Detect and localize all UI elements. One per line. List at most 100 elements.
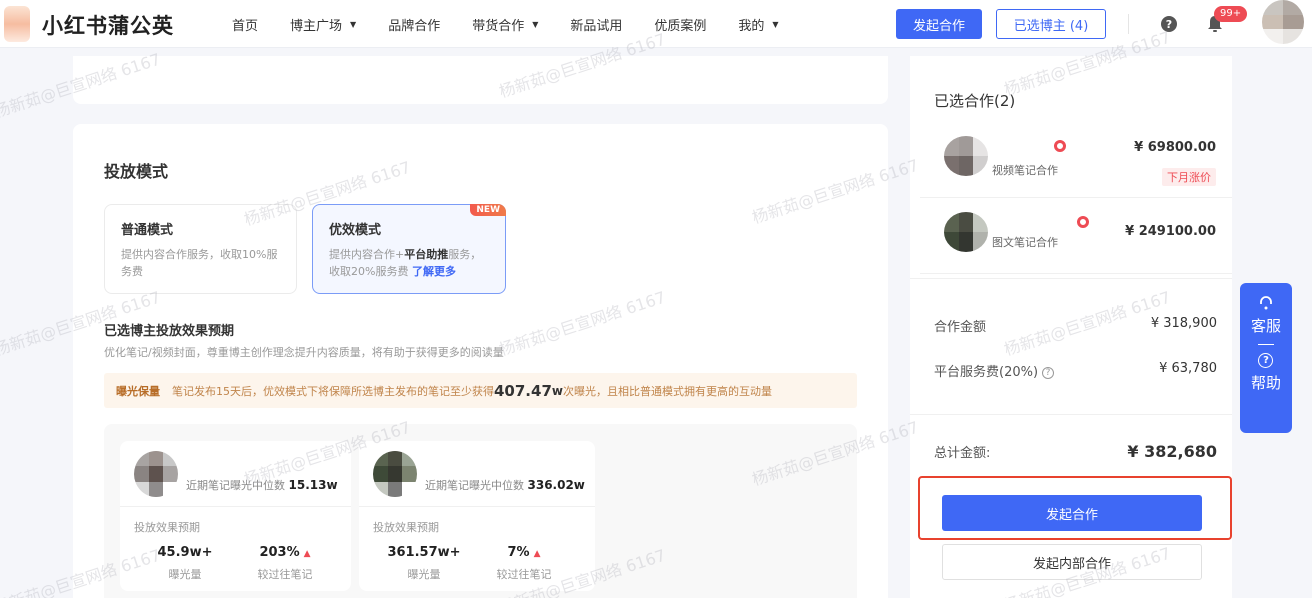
growth-value: 203%▲ xyxy=(235,545,335,560)
coop-amount-row: 合作金额 ¥ 318,900 xyxy=(934,316,1217,335)
floating-service-bar: 客服 ? 帮助 xyxy=(1240,283,1292,433)
nav-mine[interactable]: 我的▼ xyxy=(738,15,778,34)
exposure-value: 45.9w+ xyxy=(157,545,213,560)
growth-label: 较过往笔记 xyxy=(496,568,552,581)
caret-down-icon: ▼ xyxy=(350,19,357,29)
separator xyxy=(1258,344,1274,345)
coop-amount-label: 合作金额 xyxy=(934,320,987,335)
kol-forecast-list: 近期笔记曝光中位数 15.13w 投放效果预期 45.9w+ 曝光量 203%▲… xyxy=(104,424,857,598)
section-title: 投放模式 xyxy=(104,162,169,181)
kol-header: 近期笔记曝光中位数 336.02w xyxy=(359,441,595,507)
notice-text: 笔记发布15天后，优效模式下将保障所选博主发布的笔记至少获得 xyxy=(172,384,494,398)
nav-sales-coop[interactable]: 带货合作 ▼ xyxy=(472,15,538,34)
nav-label: 博主广场 xyxy=(290,18,343,34)
mode-normal-option[interactable]: 普通模式 提供内容合作服务，收取10%服务费 xyxy=(104,204,297,294)
price-increase-tag: 下月涨价 xyxy=(1162,168,1216,186)
highlight-annotation xyxy=(918,476,1232,540)
help-icon[interactable]: ? xyxy=(1161,16,1177,32)
service-label: 客服 xyxy=(1250,317,1281,335)
coop-price: ¥ 249100.00 xyxy=(1125,224,1216,239)
nav-label: 带货合作 xyxy=(472,18,525,34)
panel-title: 已选合作(2) xyxy=(934,92,1016,110)
question-circle-icon: ? xyxy=(1258,353,1274,368)
median-value: 15.13w xyxy=(288,478,338,492)
nav-label: 我的 xyxy=(738,18,765,34)
caret-down-icon: ▼ xyxy=(532,19,539,29)
notice-text: 次曝光，且相比普通模式拥有更高的互动量 xyxy=(562,384,772,398)
header-divider xyxy=(1128,14,1129,34)
mode-desc: 提供内容合作服务，收取10%服务费 xyxy=(121,248,278,278)
help-button[interactable]: ? 帮助 xyxy=(1251,353,1281,393)
kol-median-exposure: 近期笔记曝光中位数 336.02w xyxy=(425,477,585,493)
coop-item: 图文笔记合作 ¥ 249100.00 xyxy=(920,198,1232,274)
status-dot-icon xyxy=(1077,216,1089,228)
kol-avatar[interactable] xyxy=(134,451,178,497)
nav-cases[interactable]: 优质案例 xyxy=(654,15,706,34)
service-fee-label-wrap: 平台服务费(20%)? xyxy=(934,361,1055,380)
kol-avatar[interactable] xyxy=(944,212,988,252)
kol-avatar[interactable] xyxy=(373,451,417,497)
selected-bloggers-button[interactable]: 已选博主 (4) xyxy=(996,9,1106,39)
new-badge: NEW xyxy=(470,204,506,216)
question-circle-icon[interactable]: ? xyxy=(1042,366,1055,379)
logo-icon xyxy=(4,6,30,42)
coop-amount-value: ¥ 318,900 xyxy=(1150,316,1217,331)
arrow-up-icon: ▲ xyxy=(303,549,311,559)
headset-icon xyxy=(1260,296,1272,310)
service-fee-value: ¥ 63,780 xyxy=(1159,361,1217,376)
nav-brand-coop[interactable]: 品牌合作 xyxy=(388,15,440,34)
mode-effective-option[interactable]: NEW 优效模式 提供内容合作+平台助推服务，收取20%服务费 了解更多 xyxy=(312,204,506,294)
desc-text: 服务，收取20%服务费 xyxy=(329,248,482,278)
top-nav-bar: 小红书蒲公英 首页 博主广场 ▼ 品牌合作 带货合作 ▼ 新品试用 优质案例 我的▼… xyxy=(0,0,1312,48)
learn-more-link[interactable]: 了解更多 xyxy=(411,265,456,278)
kol-avatar[interactable] xyxy=(944,136,988,176)
nav-blogger-plaza[interactable]: 博主广场 ▼ xyxy=(290,15,356,34)
user-avatar[interactable] xyxy=(1262,0,1304,44)
service-fee-row: 平台服务费(20%)? ¥ 63,780 xyxy=(934,361,1217,380)
total-row: 总计金额: ¥ 382,680 xyxy=(934,442,1217,461)
submit-coop-button[interactable]: 发起合作 xyxy=(942,495,1202,531)
coop-item: 视频笔记合作 ¥ 69800.00 下月涨价 xyxy=(920,122,1232,198)
kol-header: 近期笔记曝光中位数 15.13w xyxy=(120,441,351,507)
divider xyxy=(910,414,1232,415)
kol-card: 近期笔记曝光中位数 336.02w 投放效果预期 361.57w+ 曝光量 7%… xyxy=(359,441,595,591)
customer-service-button[interactable]: 客服 xyxy=(1251,295,1281,336)
notice-title: 曝光保量 xyxy=(116,384,160,398)
nav-new-trial[interactable]: 新品试用 xyxy=(570,15,622,34)
median-label: 近期笔记曝光中位数 xyxy=(425,479,524,492)
growth-text: 7% xyxy=(507,545,530,560)
arrow-up-icon: ▲ xyxy=(533,549,541,559)
prediction-label: 投放效果预期 xyxy=(134,521,200,534)
kol-card: 近期笔记曝光中位数 15.13w 投放效果预期 45.9w+ 曝光量 203%▲… xyxy=(120,441,351,591)
notification-badge: 99+ xyxy=(1214,6,1248,22)
nav-label: 新品试用 xyxy=(570,18,623,34)
desc-text: 提供内容合作+ xyxy=(329,248,405,261)
exposure-guarantee-notice: 曝光保量 笔记发布15天后，优效模式下将保障所选博主发布的笔记至少获得 407.… xyxy=(104,373,857,408)
exposure-label: 曝光量 xyxy=(407,568,441,581)
help-label: 帮助 xyxy=(1250,374,1281,392)
delivery-mode-card: 投放模式 普通模式 提供内容合作服务，收取10%服务费 NEW 优效模式 提供内… xyxy=(73,124,888,598)
divider xyxy=(910,278,1232,279)
growth-text: 203% xyxy=(259,545,300,560)
start-coop-button[interactable]: 发起合作 xyxy=(896,9,982,39)
previous-section-card xyxy=(73,56,888,104)
mode-title: 普通模式 xyxy=(121,223,174,238)
nav-label: 品牌合作 xyxy=(388,18,441,34)
nav-home[interactable]: 首页 xyxy=(232,15,258,34)
logo-text[interactable]: 小红书蒲公英 xyxy=(42,14,174,38)
selected-coop-panel: 已选合作(2) 视频笔记合作 ¥ 69800.00 下月涨价 图文笔记合作 ¥ … xyxy=(910,56,1232,598)
coop-type: 视频笔记合作 xyxy=(992,164,1058,177)
exposure-stat: 45.9w+ 曝光量 xyxy=(135,545,235,582)
desc-bold-text: 平台助推 xyxy=(404,248,449,261)
exposure-value: 361.57w+ xyxy=(387,545,461,560)
main-nav: 首页 博主广场 ▼ 品牌合作 带货合作 ▼ 新品试用 优质案例 我的▼ xyxy=(232,0,811,48)
prediction-label: 投放效果预期 xyxy=(373,521,439,534)
exposure-label: 曝光量 xyxy=(168,568,202,581)
nav-label: 优质案例 xyxy=(654,18,707,34)
growth-value: 7%▲ xyxy=(474,545,574,560)
status-dot-icon xyxy=(1054,140,1066,152)
mode-title: 优效模式 xyxy=(329,223,382,238)
median-value: 336.02w xyxy=(527,478,585,492)
internal-coop-button[interactable]: 发起内部合作 xyxy=(942,544,1202,580)
growth-stat: 7%▲ 较过往笔记 xyxy=(474,545,574,582)
